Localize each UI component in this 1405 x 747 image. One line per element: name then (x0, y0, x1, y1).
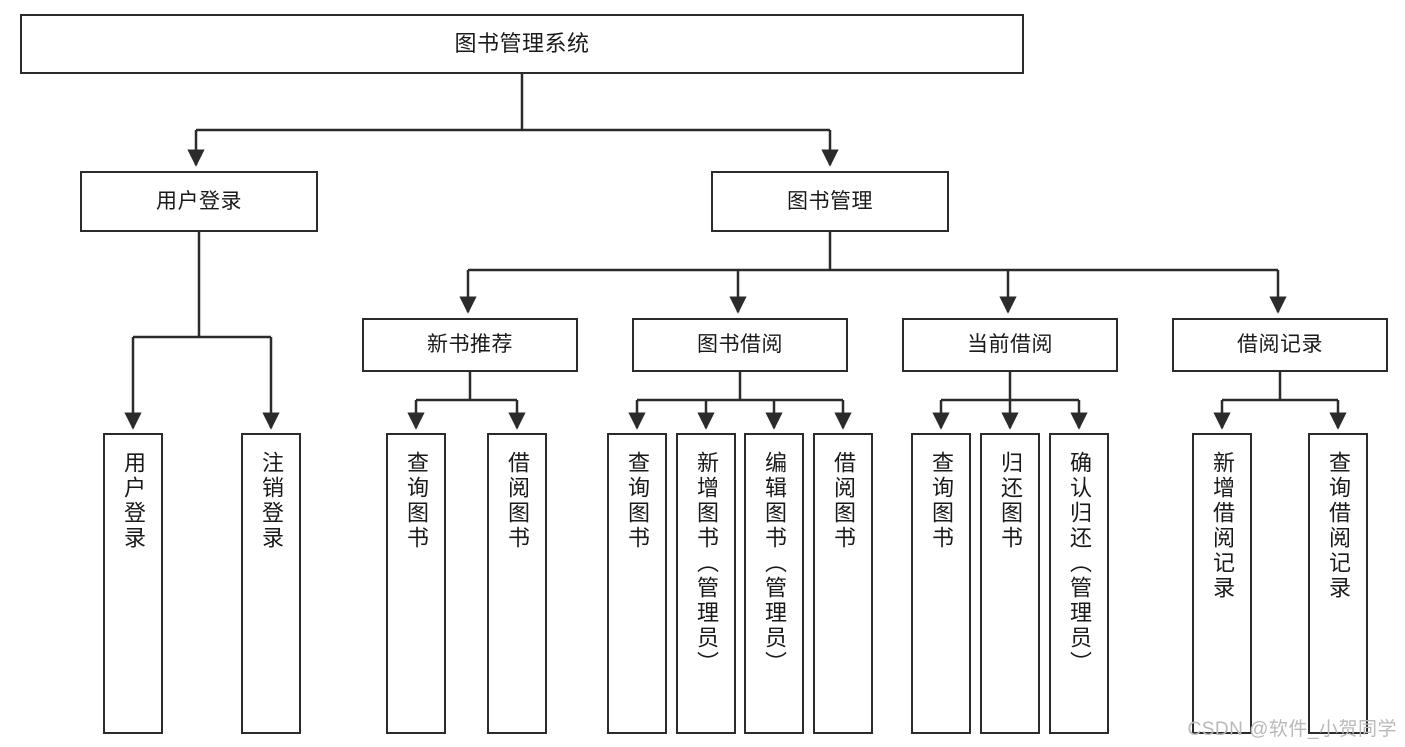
leaf-logout-label: 注销登录 (259, 451, 284, 551)
leaf-borrow-book-borrow[interactable]: 借阅图书 (813, 433, 873, 734)
leaf-return-book[interactable]: 归还图书 (980, 433, 1040, 734)
node-current-borrow-label: 当前借阅 (967, 333, 1053, 357)
node-user-login-label: 用户登录 (156, 189, 242, 213)
leaf-return-book-label: 归还图书 (998, 451, 1023, 551)
leaf-confirm-return-admin[interactable]: 确认归还（管理员） (1049, 433, 1109, 734)
leaf-query-book-borrow-label: 查询图书 (625, 451, 650, 551)
node-borrow-record-label: 借阅记录 (1237, 333, 1323, 357)
leaf-query-book-newbook[interactable]: 查询图书 (386, 433, 446, 734)
leaf-query-borrow-record[interactable]: 查询借阅记录 (1308, 433, 1368, 734)
leaf-edit-book-admin-label: 编辑图书（管理员） (762, 451, 787, 676)
leaf-add-book-admin[interactable]: 新增图书（管理员） (676, 433, 736, 734)
leaf-query-book-newbook-label: 查询图书 (404, 451, 429, 551)
node-new-book-recommend-label: 新书推荐 (427, 333, 513, 357)
node-current-borrow[interactable]: 当前借阅 (902, 318, 1118, 372)
leaf-logout[interactable]: 注销登录 (241, 433, 301, 734)
node-book-borrow[interactable]: 图书借阅 (632, 318, 848, 372)
leaf-confirm-return-admin-label: 确认归还（管理员） (1067, 451, 1092, 676)
node-book-manage-label: 图书管理 (787, 189, 873, 213)
leaf-user-login[interactable]: 用户登录 (103, 433, 163, 734)
node-book-manage[interactable]: 图书管理 (711, 171, 949, 232)
node-borrow-record[interactable]: 借阅记录 (1172, 318, 1388, 372)
leaf-query-borrow-record-label: 查询借阅记录 (1326, 451, 1351, 601)
leaf-add-borrow-record-label: 新增借阅记录 (1210, 451, 1235, 601)
leaf-borrow-book-newbook-label: 借阅图书 (505, 451, 530, 551)
leaf-edit-book-admin[interactable]: 编辑图书（管理员） (744, 433, 804, 734)
node-user-login[interactable]: 用户登录 (80, 171, 318, 232)
csdn-watermark: CSDN @软件_小贺同学 (1187, 719, 1397, 740)
leaf-add-borrow-record[interactable]: 新增借阅记录 (1192, 433, 1252, 734)
node-new-book-recommend[interactable]: 新书推荐 (362, 318, 578, 372)
node-root-system[interactable]: 图书管理系统 (20, 14, 1024, 74)
node-root-system-label: 图书管理系统 (454, 30, 590, 56)
leaf-user-login-label: 用户登录 (121, 451, 146, 551)
leaf-query-book-current-label: 查询图书 (929, 451, 954, 551)
leaf-borrow-book-newbook[interactable]: 借阅图书 (487, 433, 547, 734)
leaf-query-book-borrow[interactable]: 查询图书 (607, 433, 667, 734)
leaf-borrow-book-borrow-label: 借阅图书 (831, 451, 856, 551)
leaf-add-book-admin-label: 新增图书（管理员） (694, 451, 719, 676)
node-book-borrow-label: 图书借阅 (697, 333, 783, 357)
leaf-query-book-current[interactable]: 查询图书 (911, 433, 971, 734)
